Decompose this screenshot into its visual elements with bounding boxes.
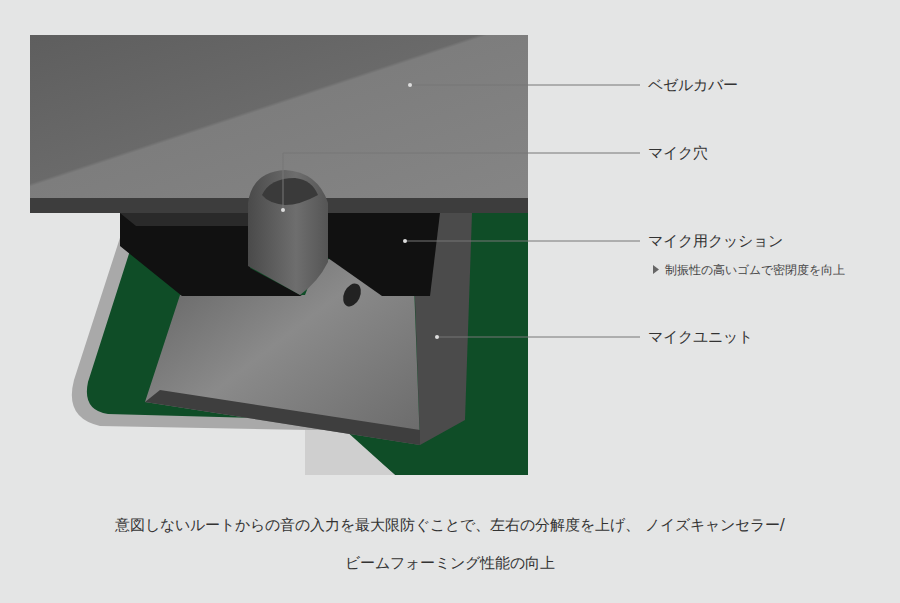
leader-dots — [281, 83, 439, 339]
mic-unit-edge — [145, 390, 420, 445]
part-label: マイクユニット — [648, 327, 753, 347]
mic-hole — [248, 170, 328, 295]
part-label: ベゼルカバー — [648, 75, 738, 95]
mic-cushion — [328, 213, 440, 296]
leader-lines — [283, 85, 640, 337]
part-note: 制振性の高いゴムで密閉度を向上 — [665, 262, 845, 278]
part-label: マイク用クッション — [648, 231, 783, 251]
part-label: マイク穴 — [648, 143, 708, 163]
note-triangle — [653, 265, 659, 274]
mic-port — [340, 281, 365, 310]
mic-hole-opening — [262, 178, 318, 205]
caption: 意図しないルートからの音の入力を最大限防ぐことで、左右の分解度を上げ、 ノイズキ… — [100, 506, 800, 582]
mic-cushion-top — [120, 213, 250, 226]
